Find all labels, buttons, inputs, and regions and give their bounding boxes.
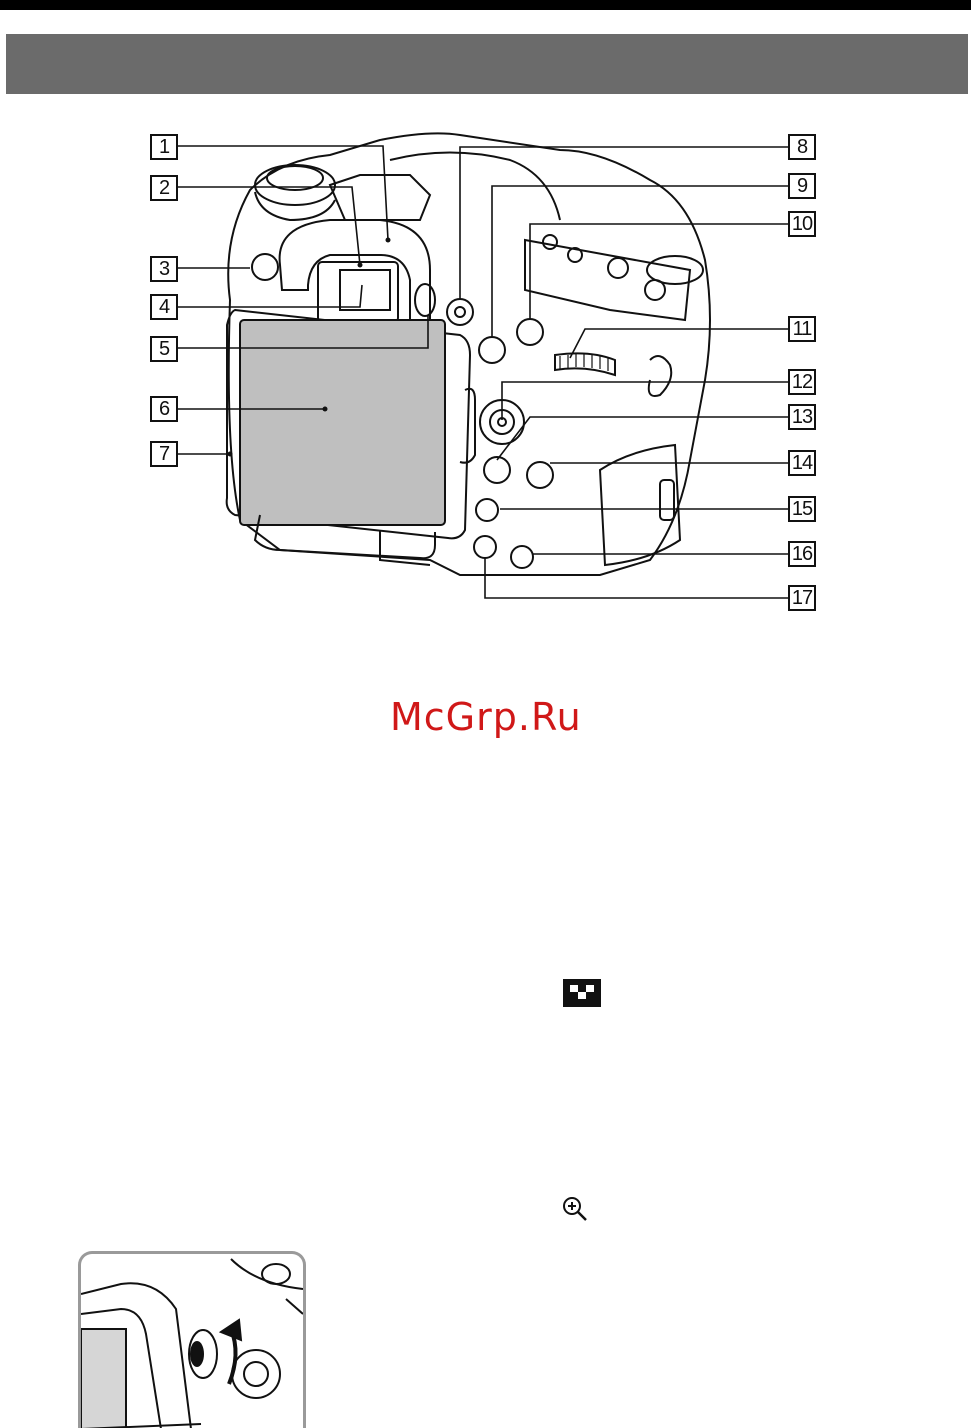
callout-17: 17 [788, 585, 816, 611]
callout-7: 7 [150, 441, 178, 467]
callout-10: 10 [788, 211, 816, 237]
callout-15: 15 [788, 496, 816, 522]
callout-11: 11 [788, 316, 816, 342]
top-rule [0, 0, 971, 10]
diopter-inset-illustration [78, 1251, 306, 1428]
callout-1: 1 [150, 134, 178, 160]
callout-13: 13 [788, 404, 816, 430]
callout-16: 16 [788, 541, 816, 567]
watermark-text: McGrp.Ru [390, 695, 582, 739]
callout-12: 12 [788, 369, 816, 395]
diopter-dial-drawing [81, 1254, 303, 1428]
callout-14: 14 [788, 450, 816, 476]
callout-4: 4 [150, 294, 178, 320]
callout-8: 8 [788, 134, 816, 160]
callout-5: 5 [150, 336, 178, 362]
callout-2: 2 [150, 175, 178, 201]
camera-rear-diagram [130, 120, 850, 610]
checker-pattern-icon [563, 979, 601, 1007]
callout-9: 9 [788, 173, 816, 199]
callout-3: 3 [150, 256, 178, 282]
zoom-in-icon [560, 1194, 590, 1224]
callout-6: 6 [150, 396, 178, 422]
section-title-bar [6, 34, 968, 94]
